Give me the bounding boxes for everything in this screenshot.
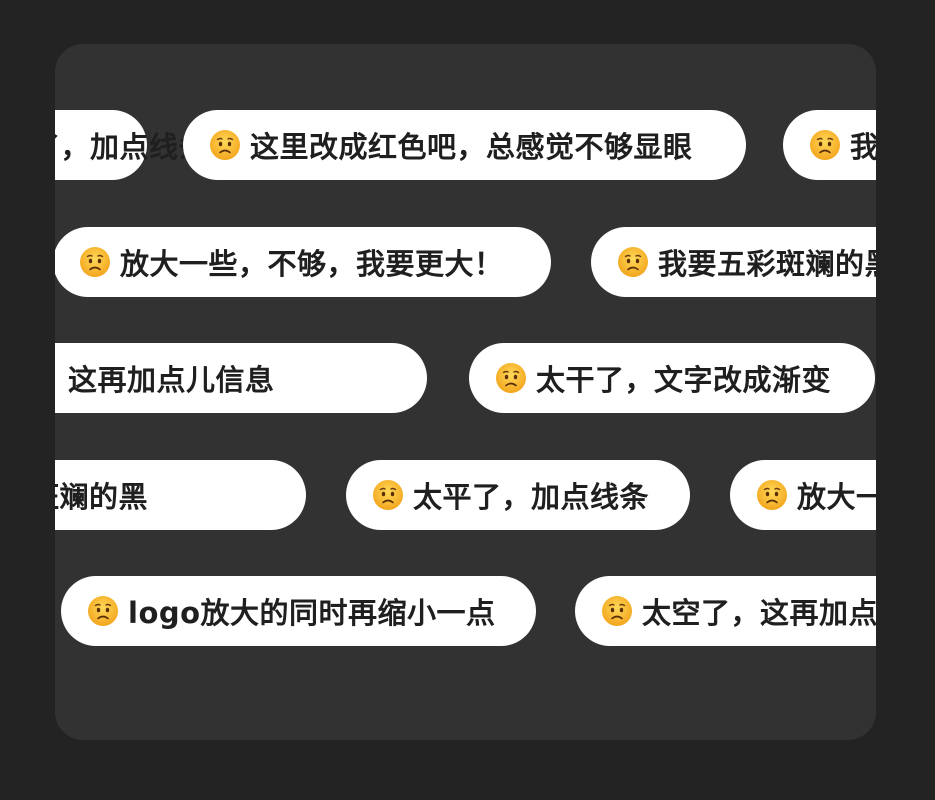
worried-face-icon xyxy=(209,129,241,161)
pill-text: 这里改成红色吧，总感觉不够显眼 xyxy=(250,130,693,164)
feedback-pill: 太空了，这再加点儿信息 xyxy=(55,343,427,413)
pill-text: 太干了，文字改成渐变 xyxy=(536,363,832,397)
pill-text: 我要五彩斑斓的黑 xyxy=(850,130,876,164)
feedback-pill: logo放大的同时再缩小一点 xyxy=(61,576,536,646)
feedback-pill: 这里改成红色吧，总感觉不够显眼 xyxy=(183,110,746,180)
feedback-pill: 放大一些，不够，我要更大！ xyxy=(55,227,551,297)
feedback-pill: 我要五彩斑斓的黑 xyxy=(783,110,876,180)
marquee-card: 太平了，加点线条 这里改成红色吧，总感觉不够显眼 我要五彩斑斓的黑 放大一些，不… xyxy=(55,44,876,740)
feedback-pill: 太干了，文字改成渐变 xyxy=(469,343,875,413)
pill-text: 太平了，加点线条 xyxy=(413,480,650,514)
feedback-pill: 我要五彩斑斓的黑 xyxy=(591,227,876,297)
feedback-pill: 太平了，加点线条 xyxy=(55,110,208,180)
pill-text: 我要五彩斑斓的黑 xyxy=(55,480,149,514)
feedback-pill: 太平了，加点线条 xyxy=(346,460,690,530)
worried-face-icon xyxy=(87,595,119,627)
pill-text: 放大一些，不够，我要更大！ xyxy=(797,480,876,514)
worried-face-icon xyxy=(372,479,404,511)
feedback-pill: 放大一些，不够，我要更大！ xyxy=(730,460,876,530)
worried-face-icon xyxy=(79,246,111,278)
pill-text: 太空了，这再加点儿信息 xyxy=(642,596,876,630)
worried-face-icon xyxy=(495,362,527,394)
pill-text: 我要五彩斑斓的黑 xyxy=(658,247,876,281)
worried-face-icon xyxy=(601,595,633,627)
pill-text: 太平了，加点线条 xyxy=(55,130,209,164)
worried-face-icon xyxy=(809,129,841,161)
feedback-pill: 我要五彩斑斓的黑 xyxy=(55,460,306,530)
worried-face-icon xyxy=(756,479,788,511)
worried-face-icon xyxy=(617,246,649,278)
feedback-pill: 太空了，这再加点儿信息 xyxy=(575,576,876,646)
pill-text: 放大一些，不够，我要更大！ xyxy=(120,247,504,281)
pill-text: 太空了，这再加点儿信息 xyxy=(55,363,275,397)
pill-text: logo放大的同时再缩小一点 xyxy=(128,596,496,630)
